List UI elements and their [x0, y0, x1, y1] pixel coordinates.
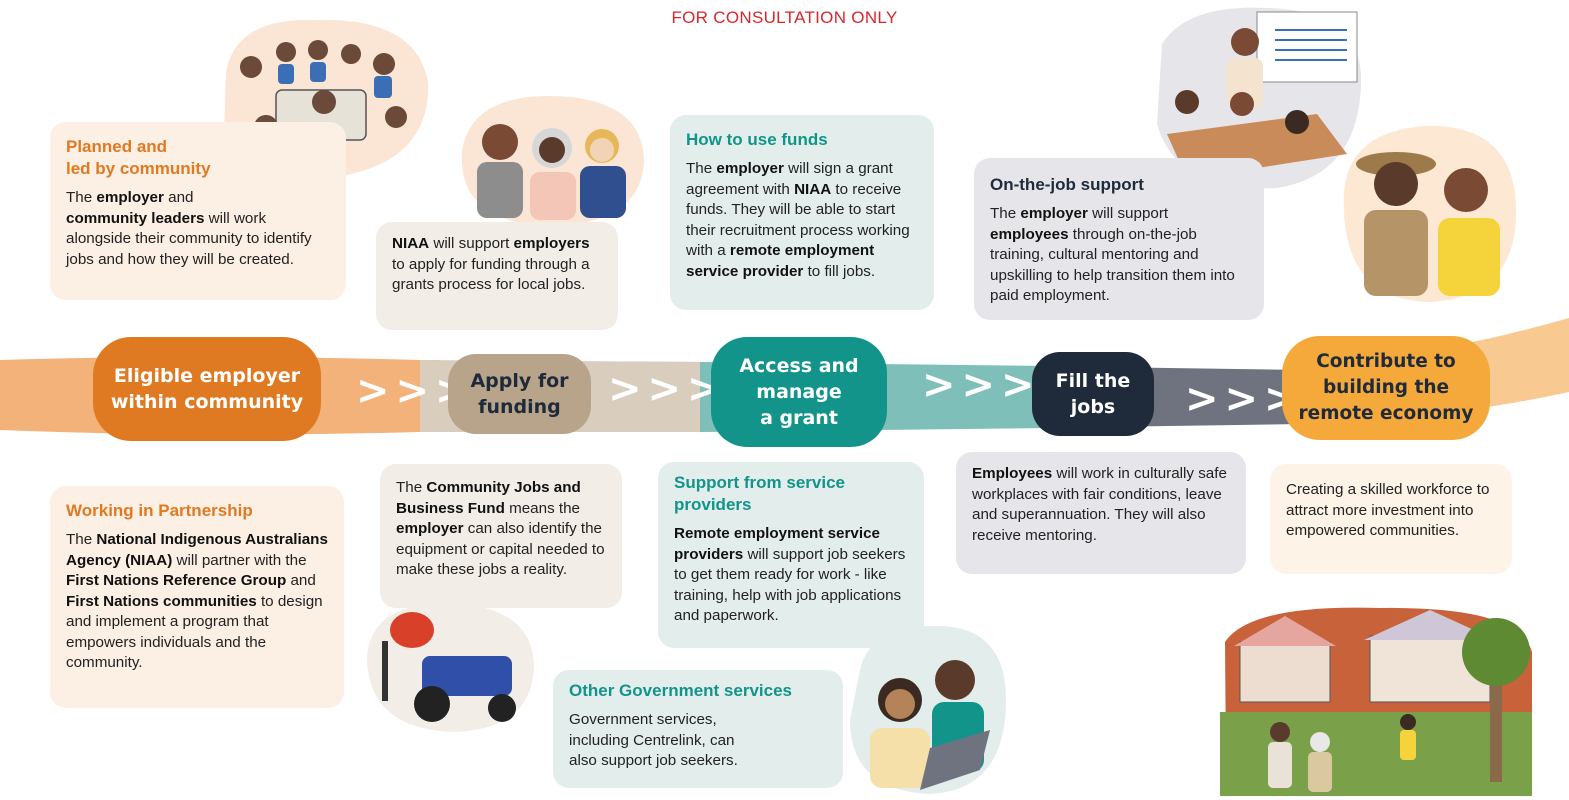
card-skilled-workforce: Creating a skilled workforce to attract …: [1270, 464, 1512, 574]
card-title: On-the-job support: [990, 175, 1144, 194]
stage-label: building the: [1322, 377, 1450, 398]
card-body: The employer will sign a grant agreement…: [686, 160, 910, 280]
stage-label: remote economy: [1298, 403, 1474, 424]
stage-label: Access and: [739, 355, 859, 377]
card-body: Government services, including Centrelin…: [569, 711, 738, 769]
stage-eligible-employer: Eligible employer within community: [93, 337, 321, 441]
stage-label: Apply for: [470, 370, 569, 392]
card-title: Working in Partnership: [66, 501, 253, 520]
stage-label: Contribute to: [1316, 351, 1456, 372]
card-employees-conditions: Employees will work in culturally safe w…: [956, 452, 1246, 574]
card-body: Employees will work in culturally safe w…: [972, 465, 1227, 544]
workers-illustration: [1343, 125, 1517, 302]
card-working-in-partnership: Working in Partnership The National Indi…: [50, 486, 344, 708]
card-body: The employer will support employees thro…: [990, 205, 1235, 304]
card-title: Support from service providers: [674, 473, 845, 514]
card-body: The National Indigenous Australians Agen…: [66, 531, 328, 671]
card-body: NIAA will support employers to apply for…: [392, 235, 590, 293]
card-title: How to use funds: [686, 130, 828, 149]
stage-label: within community: [110, 391, 304, 413]
card-body: Remote employment service providers will…: [674, 525, 906, 624]
card-other-government-services: Other Government services Government ser…: [553, 670, 843, 788]
community-houses-illustration: [1220, 607, 1532, 796]
consultation-notice: FOR CONSULTATION ONLY: [671, 8, 898, 27]
card-body: The employer and community leaders will …: [66, 189, 312, 268]
arrow-chevrons: >>>: [1185, 376, 1304, 422]
arrow-chevrons: >>>: [608, 366, 727, 412]
card-body: The Community Jobs and Business Fund mea…: [396, 479, 605, 578]
stage-label: manage: [756, 381, 842, 403]
stage-access-grant: Access and manage a grant: [711, 337, 887, 447]
stage-label: Eligible employer: [113, 365, 301, 387]
card-community-jobs-fund: The Community Jobs and Business Fund mea…: [380, 464, 622, 608]
people-talking-illustration: [461, 95, 644, 226]
card-niaa-support: NIAA will support employers to apply for…: [376, 222, 618, 330]
stage-contribute-economy: Contribute to building the remote economy: [1282, 336, 1490, 440]
stage-apply-funding: Apply for funding: [448, 354, 591, 434]
card-how-to-use-funds: How to use funds The employer will sign …: [670, 115, 934, 310]
stage-label: funding: [478, 396, 561, 418]
stage-label: a grant: [760, 407, 838, 429]
couple-laptop-illustration: [850, 625, 1006, 794]
card-service-provider-support: Support from service providers Remote em…: [658, 462, 924, 648]
arrow-chevrons: >>>: [922, 362, 1041, 408]
stage-label: jobs: [1070, 396, 1116, 418]
card-title: Other Government services: [569, 681, 792, 700]
tractor-mixer-illustration: [367, 603, 534, 732]
stage-fill-jobs: Fill the jobs: [1032, 352, 1154, 436]
card-on-the-job-support: On-the-job support The employer will sup…: [974, 158, 1264, 320]
stage-label: Fill the: [1055, 370, 1131, 392]
card-body: Creating a skilled workforce to attract …: [1286, 481, 1490, 539]
